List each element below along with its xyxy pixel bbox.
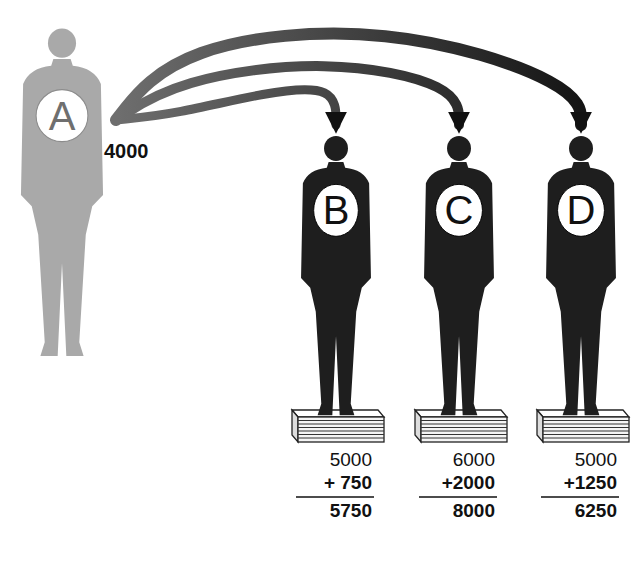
person-letter: D bbox=[567, 190, 596, 230]
sum-figure: 8000 bbox=[385, 501, 495, 522]
sum-figure: + 750 bbox=[262, 473, 372, 494]
person-figure: D bbox=[535, 133, 627, 423]
flow-arrow bbox=[116, 34, 581, 125]
person-letter: C bbox=[445, 190, 474, 230]
person-silhouette bbox=[290, 133, 382, 423]
sum-figure: +1250 bbox=[507, 473, 617, 494]
paper-stack bbox=[415, 410, 507, 442]
sum-rule bbox=[541, 496, 619, 498]
person-figure: A bbox=[8, 25, 116, 365]
person-figure: C bbox=[413, 133, 505, 423]
paper-stack bbox=[292, 410, 384, 442]
paper-stack bbox=[537, 410, 629, 442]
sum-rule bbox=[296, 496, 374, 498]
person-figure: B bbox=[290, 133, 382, 423]
person-silhouette bbox=[535, 133, 627, 423]
sum-figure: 5000 bbox=[262, 450, 372, 471]
person-silhouette bbox=[413, 133, 505, 423]
sum-rule bbox=[419, 496, 497, 498]
person-letter: B bbox=[323, 190, 350, 230]
sum-figure: 6000 bbox=[385, 450, 495, 471]
sum-figure: 6250 bbox=[507, 501, 617, 522]
person-letter: A bbox=[49, 96, 76, 136]
sum-figure: +2000 bbox=[385, 473, 495, 494]
sum-figure: 5000 bbox=[507, 450, 617, 471]
sum-figure: 5750 bbox=[262, 501, 372, 522]
amount-label: 4000 bbox=[104, 140, 149, 162]
person-silhouette bbox=[8, 25, 116, 365]
